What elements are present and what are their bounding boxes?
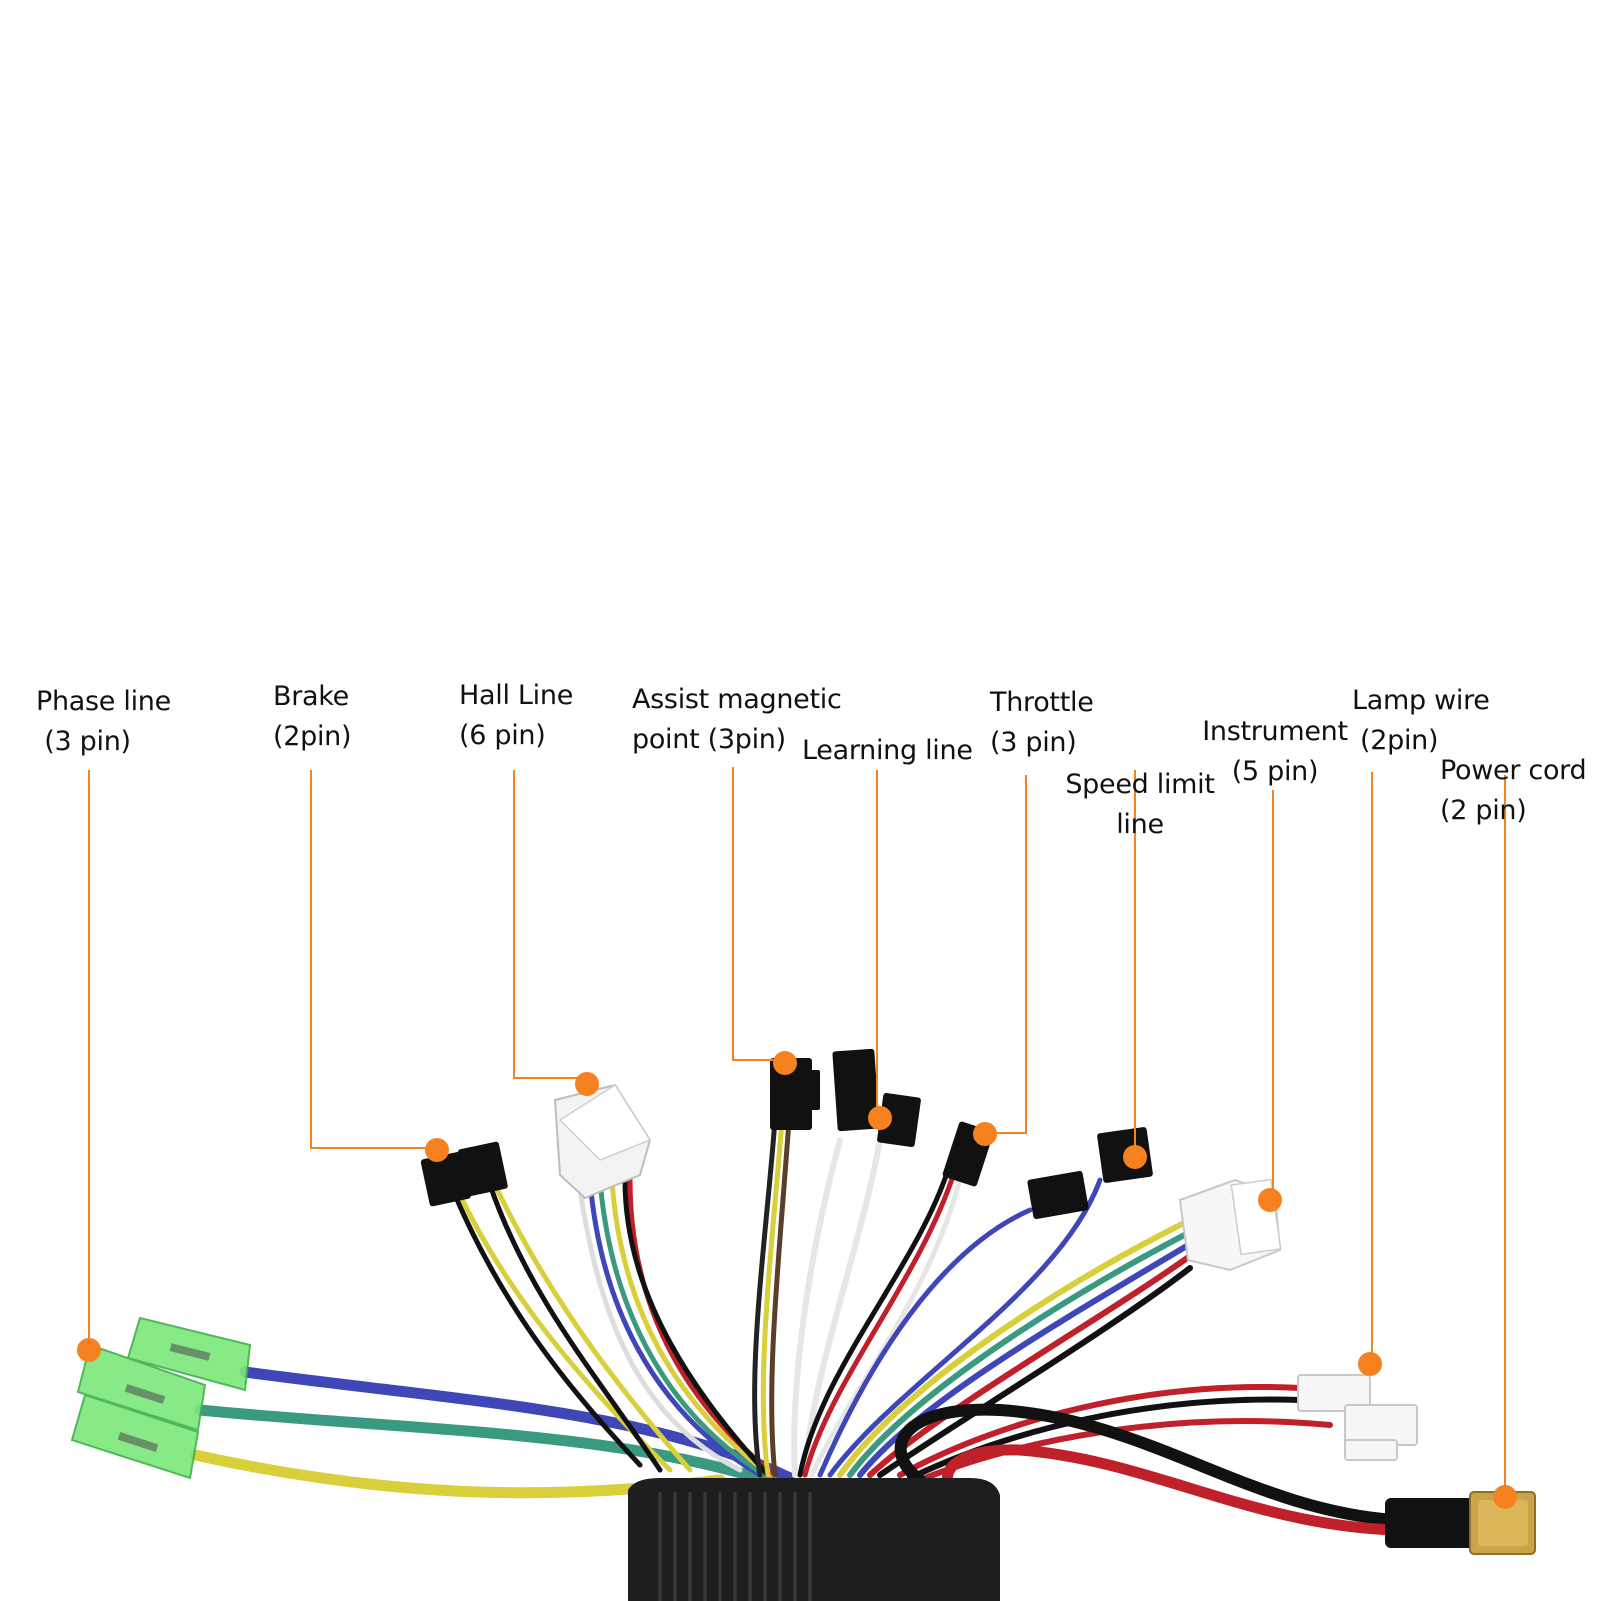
throttle-wire-red: [802, 1167, 958, 1478]
label-hall-line-line2: (6 pin): [459, 720, 546, 751]
label-assist-magnetic-line1: Assist magnetic: [632, 684, 842, 715]
instrument-wire-blue: [857, 1241, 1193, 1478]
label-assist-magnetic: Assist magnetic point (3pin): [632, 680, 842, 760]
label-brake: Brake (2pin): [273, 677, 352, 757]
hall-wire-green: [597, 1177, 768, 1478]
phase-connector-yellow: [70, 1393, 200, 1480]
label-lamp-wire: Lamp wire (2pin): [1352, 681, 1490, 761]
label-learning-line: Learning line: [802, 731, 973, 771]
label-throttle: Throttle (3 pin): [990, 683, 1094, 763]
dot-lamp-wire: [1358, 1352, 1382, 1376]
callout-dots: [77, 1051, 1517, 1509]
label-speed-limit-line2: line: [1116, 809, 1164, 840]
lamp-connector: [1297, 1374, 1418, 1461]
label-throttle-line2: (3 pin): [990, 727, 1077, 758]
label-phase-line: Phase line (3 pin): [36, 682, 171, 762]
dot-brake: [425, 1138, 449, 1162]
power-wire-red: [942, 1444, 1401, 1536]
hall-wire-white: [577, 1187, 743, 1473]
wire-harness: [189, 1117, 1401, 1536]
dot-assist-magnetic: [773, 1051, 797, 1075]
dot-throttle: [973, 1122, 997, 1146]
label-hall-line: Hall Line (6 pin): [459, 676, 573, 756]
brake-wire-black-1: [452, 1192, 643, 1468]
dot-phase-line: [77, 1338, 101, 1362]
label-hall-line-line1: Hall Line: [459, 680, 574, 711]
dot-learning-line: [868, 1106, 892, 1130]
label-instrument-line1: Instrument: [1202, 716, 1348, 747]
instrument-wire-yellow: [837, 1217, 1193, 1478]
hall-connector: [553, 1083, 652, 1200]
assist-wire-2: [760, 1117, 785, 1478]
controller-body: [628, 1478, 1000, 1601]
label-power-cord-line2: (2 pin): [1440, 795, 1527, 826]
assist-wire-1: [752, 1117, 778, 1478]
assist-connector: [770, 1058, 820, 1130]
label-instrument-line2: (5 pin): [1231, 756, 1319, 787]
callout-leaders: [88, 767, 1506, 1497]
power-connector: [1385, 1491, 1536, 1555]
brake-connector: [420, 1141, 508, 1207]
power-wire-black: [894, 1403, 1401, 1526]
label-phase-line-line1: Phase line: [36, 686, 171, 717]
learning-wire-1: [791, 1137, 843, 1478]
leader-assist-magnetic: [732, 767, 785, 1061]
speed-wire-blue-1: [817, 1207, 1033, 1478]
instrument-connector: [1178, 1178, 1282, 1272]
throttle-wire-black: [797, 1167, 951, 1478]
throttle-wire-white: [809, 1167, 965, 1478]
instrument-wire-black: [877, 1265, 1193, 1478]
speed-wire-blue-2: [827, 1177, 1103, 1478]
hall-wire-black: [622, 1177, 771, 1478]
label-power-cord: Power cord (2 pin): [1440, 751, 1587, 831]
label-lamp-wire-line1: Lamp wire: [1352, 685, 1490, 716]
connectors: [70, 1048, 1536, 1555]
label-instrument: Instrument (5 pin): [1195, 712, 1355, 792]
phase-wire-green: [194, 1404, 786, 1491]
label-lamp-wire-line2: (2pin): [1360, 725, 1439, 756]
dot-speed-limit: [1123, 1145, 1147, 1169]
label-throttle-line1: Throttle: [990, 687, 1094, 718]
phase-connector-green: [76, 1343, 207, 1432]
label-speed-limit-line1: Speed limit: [1065, 769, 1215, 800]
label-power-cord-line1: Power cord: [1440, 755, 1587, 786]
label-phase-line-line2: (3 pin): [36, 726, 131, 757]
brake-connector-a: [420, 1151, 471, 1207]
brake-connector-b: [457, 1141, 508, 1197]
label-brake-line1: Brake: [273, 681, 349, 712]
assist-wire-3: [769, 1117, 792, 1478]
label-assist-magnetic-line2: point (3pin): [632, 724, 786, 755]
brake-wire-black-2: [487, 1182, 663, 1473]
hall-wire-blue: [587, 1177, 763, 1478]
instrument-wire-green: [847, 1229, 1193, 1478]
label-brake-line2: (2pin): [273, 721, 352, 752]
lamp-wire-red: [897, 1383, 1303, 1478]
label-speed-limit: Speed limit line: [1060, 765, 1220, 845]
leader-brake: [310, 770, 437, 1149]
learning-connector: [832, 1048, 921, 1148]
brake-wire-yellow-2: [492, 1182, 693, 1473]
label-learning-line-line1: Learning line: [802, 735, 973, 766]
dot-hall-line: [575, 1072, 599, 1096]
dot-instrument: [1258, 1188, 1282, 1212]
dot-power-cord: [1493, 1485, 1517, 1509]
leader-throttle: [985, 775, 1027, 1134]
hall-wire-yellow: [609, 1177, 773, 1478]
leader-hall-line: [513, 770, 587, 1079]
